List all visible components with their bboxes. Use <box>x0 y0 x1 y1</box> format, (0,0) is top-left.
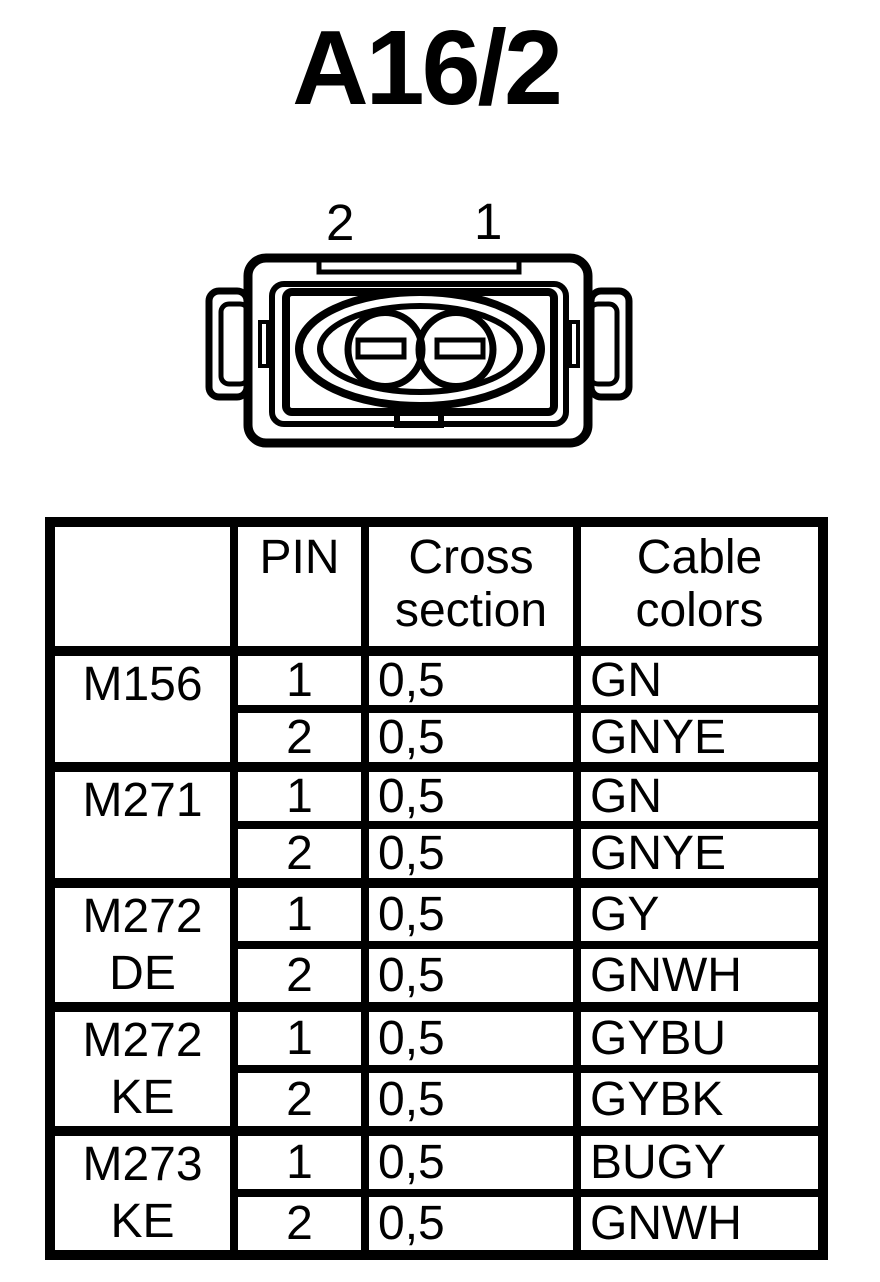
cable-color-cell: GYBK <box>573 1065 827 1135</box>
connector-left-ear <box>205 287 251 401</box>
table-row: M271 1 0,5 GN <box>46 762 827 887</box>
device-label-cell: M156 <box>46 646 238 771</box>
col-header-cross-section: Cross section <box>361 518 581 655</box>
cross-section-cell: 0,5 <box>361 1065 581 1135</box>
table-row: 2 0,5 GNWH <box>50 1189 827 1259</box>
connector-bottom-key-tab <box>394 412 444 428</box>
col-header-device <box>46 518 238 655</box>
connector-id-title: A16/2 <box>292 9 563 127</box>
pin-cell: 2 <box>230 705 369 771</box>
connector-seal-ellipse-outer <box>295 288 545 410</box>
pin-cell: 2 <box>230 1189 369 1259</box>
table-header: PIN Cross section Cable colors <box>46 518 827 655</box>
cross-section-cell: 0,5 <box>361 1189 581 1259</box>
pin-cell: 1 <box>230 762 369 829</box>
pin-cell: 1 <box>230 646 369 713</box>
device-label-cell: M273 KE <box>46 1126 238 1259</box>
cross-section-cell: 0,5 <box>361 705 581 771</box>
pin-cell: 2 <box>230 821 369 887</box>
device-group-m273-ke: M273 KE 1 0,5 BUGY 2 0,5 GNWH <box>46 1126 827 1259</box>
device-group-m156: M156 1 0,5 GN 2 0,5 GNYE <box>46 646 827 771</box>
pin-1-terminal-slot <box>434 337 486 360</box>
pin-1-socket <box>415 309 497 390</box>
connector-keying-recess <box>316 262 522 275</box>
table-row: 2 0,5 GNYE <box>50 705 827 771</box>
connector-side-notch-left <box>258 320 270 368</box>
table-row: M272 KE 1 0,5 GYBU <box>46 1002 827 1135</box>
table-row: M273 KE 1 0,5 BUGY <box>46 1126 827 1259</box>
pin-cell: 1 <box>230 878 369 949</box>
cross-section-cell: 0,5 <box>361 1002 581 1073</box>
cross-section-cell: 0,5 <box>361 821 581 887</box>
device-label-cell: M271 <box>46 762 238 887</box>
cable-color-cell: GN <box>573 646 827 713</box>
connector-side-notch-right <box>568 320 580 368</box>
connector-seal-ellipse-inner <box>317 303 523 395</box>
device-group-m271: M271 1 0,5 GN 2 0,5 GNYE <box>46 762 827 887</box>
col-header-pin: PIN <box>230 518 369 655</box>
pin-cell: 1 <box>230 1002 369 1073</box>
table-row: M156 1 0,5 GN <box>46 646 827 771</box>
col-header-cable-colors: Cable colors <box>573 518 827 655</box>
cable-color-cell: GY <box>573 878 827 949</box>
cable-color-cell: GNWH <box>573 941 827 1011</box>
cross-section-cell: 0,5 <box>361 1126 581 1197</box>
device-group-m272-de: M272 DE 1 0,5 GY 2 0,5 GNWH <box>46 878 827 1011</box>
pin-2-terminal-slot <box>355 337 407 360</box>
connector-diagram-2pin <box>205 253 633 448</box>
cross-section-cell: 0,5 <box>361 646 581 713</box>
table-row: M272 DE 1 0,5 GY <box>46 878 827 1011</box>
table-row: 2 0,5 GNWH <box>50 941 827 1011</box>
connector-right-ear <box>587 287 633 401</box>
pin-cell: 1 <box>230 1126 369 1197</box>
cable-color-cell: GYBU <box>573 1002 827 1073</box>
device-group-m272-ke: M272 KE 1 0,5 GYBU 2 0,5 GYBK <box>46 1002 827 1135</box>
pin-cell: 2 <box>230 941 369 1011</box>
pin-cell: 2 <box>230 1065 369 1135</box>
cable-color-cell: GN <box>573 762 827 829</box>
pin-assignment-table: PIN Cross section Cable colors M156 1 0,… <box>45 517 828 1260</box>
cross-section-cell: 0,5 <box>361 762 581 829</box>
table-row: 2 0,5 GYBK <box>50 1065 827 1135</box>
cable-color-cell: GNYE <box>573 821 827 887</box>
cable-color-cell: GNYE <box>573 705 827 771</box>
cross-section-cell: 0,5 <box>361 878 581 949</box>
cable-color-cell: BUGY <box>573 1126 827 1197</box>
connector-pin-2-label: 2 <box>326 194 355 251</box>
connector-pin-1-label: 1 <box>474 193 503 250</box>
cable-color-cell: GNWH <box>573 1189 827 1259</box>
device-label-cell: M272 KE <box>46 1002 238 1135</box>
connector-shell <box>243 253 593 448</box>
header-row: PIN Cross section Cable colors <box>46 518 827 655</box>
table-row: 2 0,5 GNYE <box>50 821 827 887</box>
device-label-cell: M272 DE <box>46 878 238 1011</box>
cross-section-cell: 0,5 <box>361 941 581 1011</box>
